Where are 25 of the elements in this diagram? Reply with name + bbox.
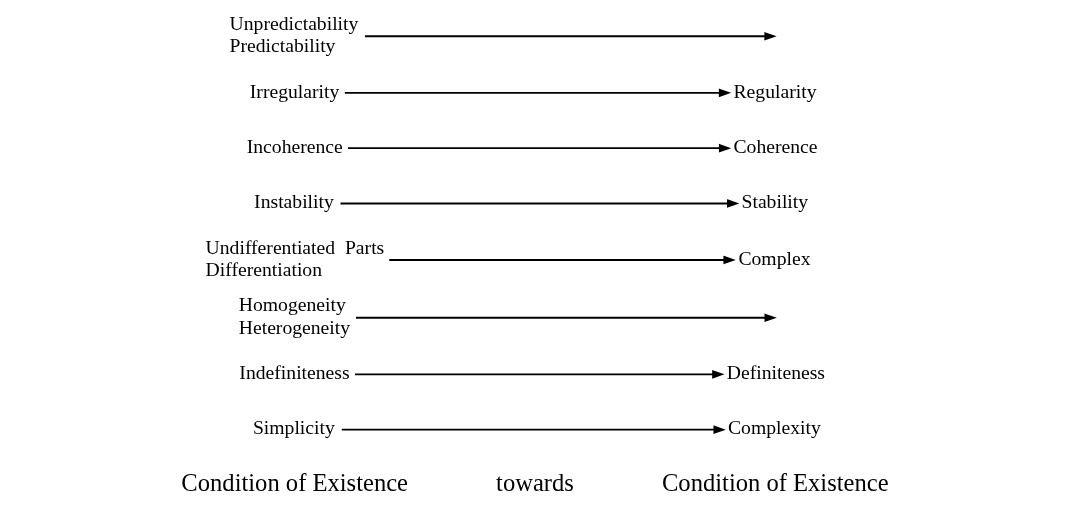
node-text: Instability [253, 190, 334, 213]
arrow [354, 313, 777, 323]
label: towards [495, 469, 574, 497]
node-text: Undifferentiated Parts Differentiation [205, 235, 384, 280]
node-text: Definiteness [726, 360, 825, 383]
label: Condition of Existence [180, 469, 408, 497]
arrow [346, 143, 731, 153]
node-text: Coherence [733, 134, 818, 157]
arrow [343, 88, 731, 98]
node-text: Homogeneity Heterogeneity [238, 293, 350, 338]
arrow [339, 199, 739, 208]
node-text: Irregularity [249, 79, 339, 102]
node-text: Regularity [733, 79, 816, 102]
arrow [387, 255, 736, 265]
label: Condition of Existence [661, 469, 889, 497]
node-text: Complex [737, 246, 811, 269]
arrow [363, 31, 777, 41]
arrow [340, 425, 726, 434]
node-text: Indefiniteness [238, 360, 350, 383]
node-text: Unpredictability Predictability [229, 11, 358, 57]
arrow [353, 370, 724, 379]
node-text: Stability [741, 190, 808, 213]
node-text: Complexity [727, 416, 821, 439]
node-text: Simplicity [252, 416, 335, 439]
node-text: Incoherence [246, 134, 343, 157]
